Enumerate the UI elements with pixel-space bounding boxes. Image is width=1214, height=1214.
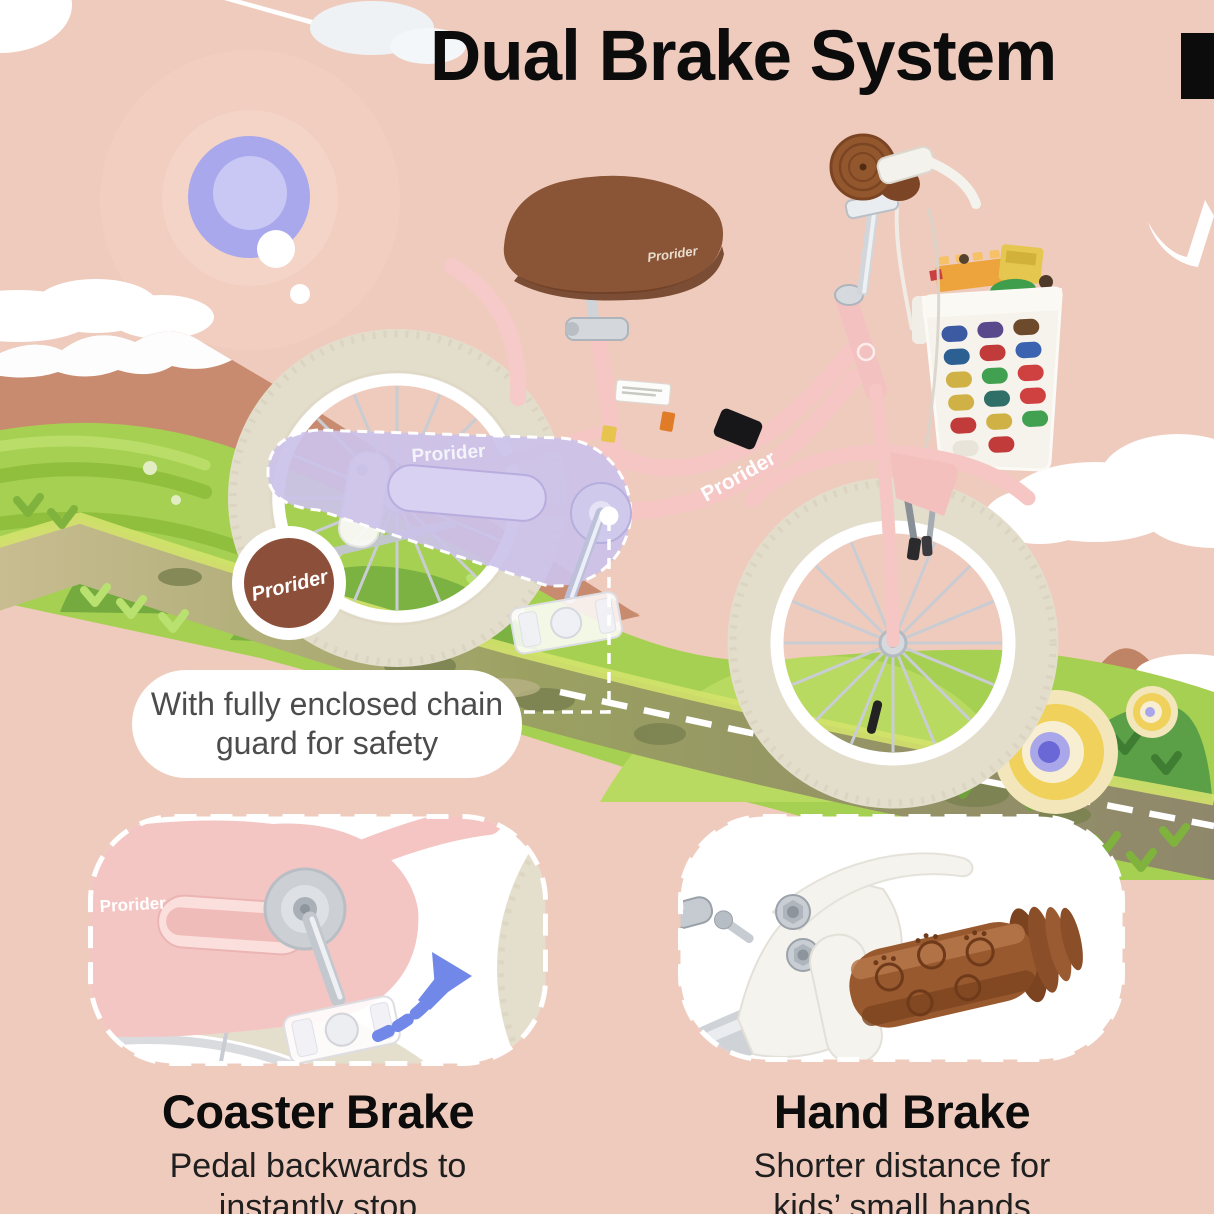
handlebar [829,133,981,331]
callout-line-1: With fully enclosed chain [150,685,504,722]
callout-line-2: guard for safety [215,725,439,761]
bird-icon [1148,200,1214,267]
cloud-left [0,279,214,342]
hay-bale-small [1126,686,1178,738]
rear-fender [444,258,527,406]
road-center-line [559,688,1214,830]
chain-guard-callout: With fully enclosed chain guard for safe… [132,670,522,778]
hand-brake-card [678,814,1125,1062]
sun-dot-large [257,230,295,268]
coaster-brake-label: Coaster Brake Pedal backwards to instant… [88,1084,548,1214]
coaster-brake-description: Pedal backwards to instantly stop [169,1147,467,1214]
bike: Prorider [228,133,1063,809]
chain-guard-brand: Prorider [411,441,487,467]
cloud-right [985,434,1214,548]
callout-connector [524,506,619,714]
brake-lever [915,153,981,209]
chain-guard-highlight: Prorider [266,428,633,588]
front-fender [744,444,1036,516]
saddle: Prorider [503,175,724,341]
handlebar-grip [849,906,1083,1028]
hand-brake-label: Hand Brake Shorter distance for kids’ sm… [672,1084,1132,1214]
coaster-brake-title: Coaster Brake [161,1085,475,1138]
hand-brake-description: Shorter distance for kids’ small hands [753,1147,1051,1214]
hand-card-border [678,814,1125,1062]
coaster-brake-card: Prorider [88,814,548,1066]
basket [912,244,1063,472]
cloud-top-left [0,0,72,53]
card-chain-guard-brand: Prorider [99,894,166,916]
title-accent-block [1181,33,1214,99]
scene-illustration: Prorider [0,0,1214,880]
frame-stickers [601,379,763,450]
reflector [713,408,763,450]
page-title: Dual Brake System [430,17,1057,96]
basket-holes [941,318,1049,457]
sun-dot-small [290,284,310,304]
hand-brake-lever [771,852,974,932]
valve-stem [866,700,883,734]
sun [188,136,310,258]
coaster-card-border [88,814,548,1066]
saddle-brand: Prorider [646,243,699,265]
cloud-streak [224,0,466,64]
screw [713,910,754,944]
pedal-direction-arrow [372,952,472,1042]
hand-brake-photo [680,852,1083,1060]
hand-brake-title: Hand Brake [773,1085,1031,1138]
